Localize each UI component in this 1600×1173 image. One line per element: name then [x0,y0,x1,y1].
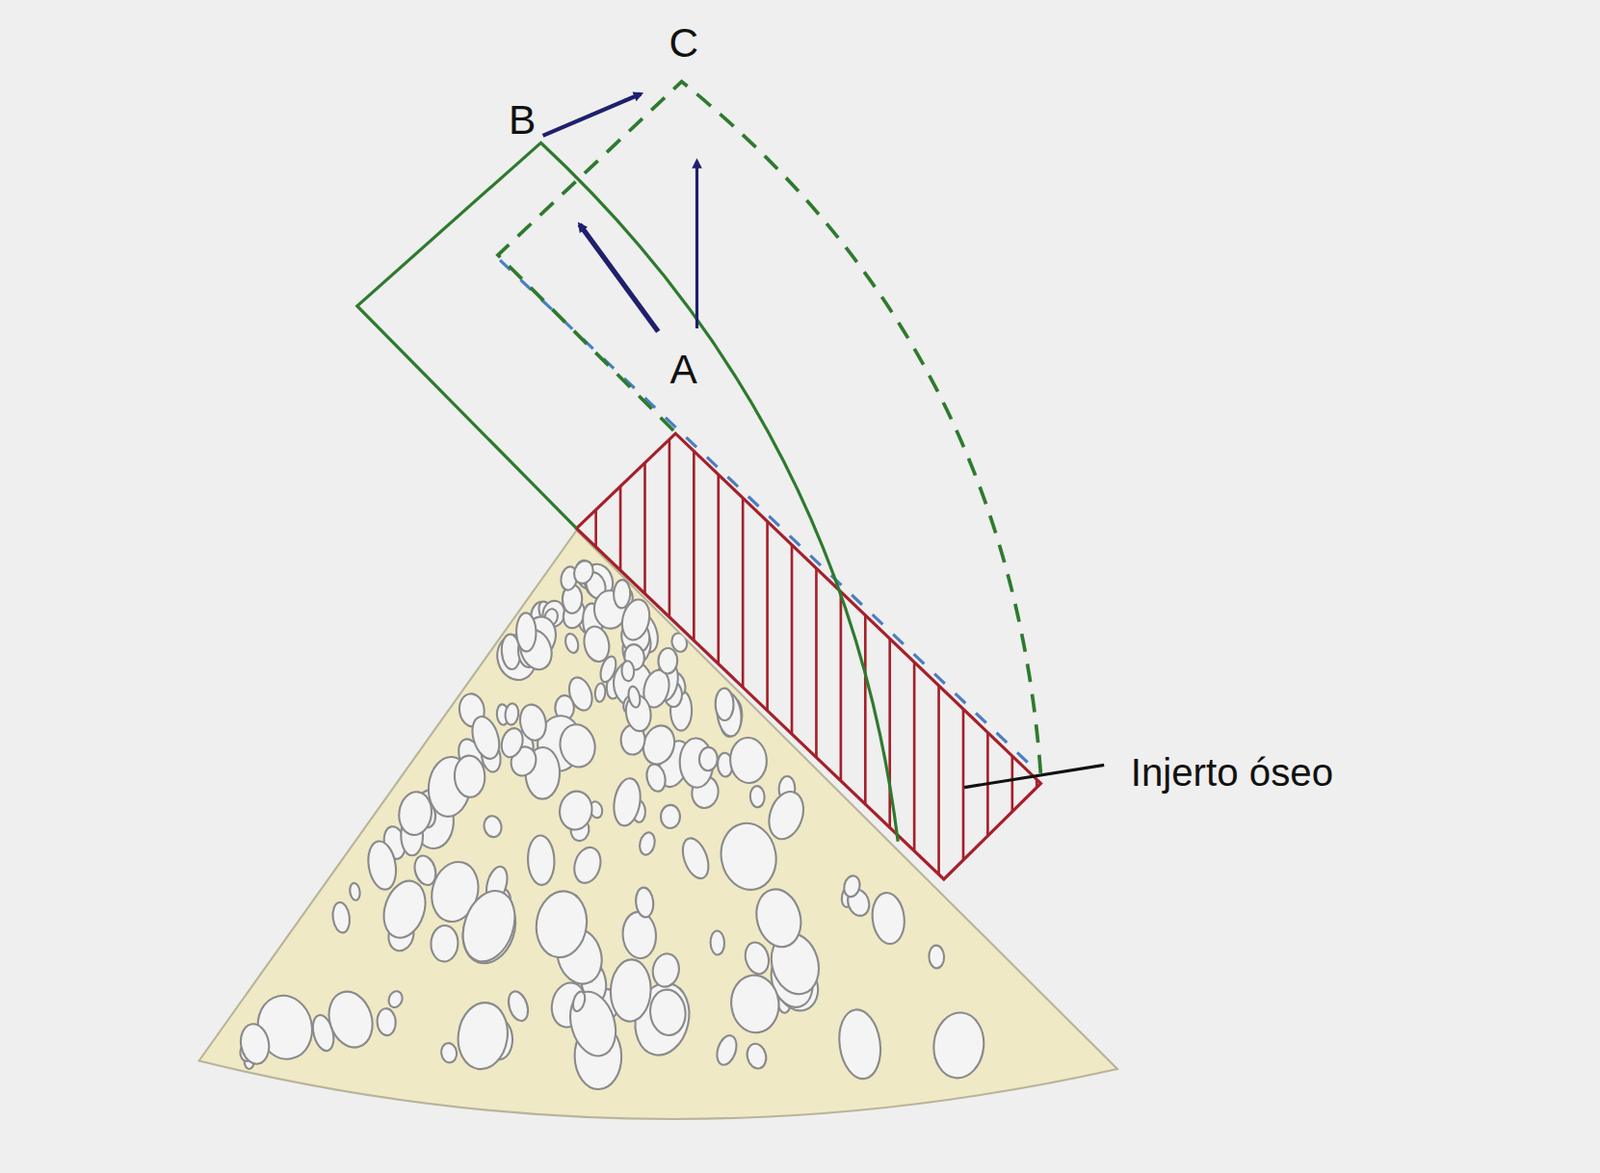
bone-pore [386,989,405,1010]
bone-pore [750,884,808,952]
bone-pore [594,682,606,703]
bone-pore [762,786,810,844]
bone-pore [609,958,654,1023]
bone-pore [728,972,782,1036]
bone-pore [715,818,783,895]
hatch-line [814,408,818,898]
bone-pore [729,736,768,785]
bone-pore [570,844,605,887]
bone-pore [563,631,581,655]
bone-pore [571,990,588,1013]
point-label: B [508,99,536,140]
hatch-line [1011,408,1015,898]
hatch-line [937,408,941,898]
bone-pore [678,835,714,883]
bone-graft [577,433,1042,880]
bone-pore [453,999,512,1074]
bone-pore [930,1010,987,1081]
hatch-line [570,408,574,898]
bone-pore [713,1033,740,1069]
bone-pore [657,648,678,675]
bone [199,530,1118,1120]
bone-pore [365,839,400,892]
bone-pore [621,660,635,682]
trabecular-holes [237,557,988,1090]
bone-pore [331,901,352,934]
hatch-line [986,408,990,898]
hatch-line [741,408,745,898]
bone-pore [348,882,362,901]
bone-pore [648,988,688,1038]
bone-pore [613,579,631,609]
bone-pore [526,835,555,886]
hatch-line [668,408,672,898]
graft-hatching [571,408,1037,898]
bone-pore [660,805,681,830]
bone-pore [237,1022,273,1067]
bone-pore [321,986,379,1053]
bone-pore [744,1042,769,1072]
bone-pore [453,755,486,799]
hatch-line [716,408,720,898]
arrow [543,93,642,135]
bone-pore [498,725,526,760]
bone-pore [504,989,531,1024]
bone-pore [627,685,642,709]
bone-pore [835,1007,885,1082]
bone-pore [928,944,945,969]
hatch-line [913,408,917,898]
hatch-line [594,408,598,898]
bone-pore [621,910,658,960]
bone-pore [376,875,433,944]
bone-pore [644,762,669,794]
hatch-line [888,408,892,898]
bone-pore [571,558,597,587]
hatch-line [692,408,696,898]
bone-pore [714,687,734,721]
point-label: A [669,348,697,390]
bone-pore [698,746,718,771]
bone-pore [503,703,520,726]
leader-line [964,764,1104,787]
bone-pore [376,1008,397,1037]
hatch-line [765,408,769,898]
bone-pore [709,930,725,955]
hatch-line [643,408,647,898]
bone-pore [453,884,524,970]
bone-pore [637,831,657,857]
bone-pore [440,1042,459,1065]
arrow [695,160,699,329]
bone-pore [580,624,613,664]
hatch-line [864,408,867,898]
hatch-line [619,408,623,898]
bone-pore [841,874,863,899]
green-solid-outline [357,142,898,842]
bone-pore [396,789,435,838]
bone-pore [634,887,656,919]
green-dashed-outline [498,81,1042,776]
bone-pore [531,888,591,962]
bone-pore [516,612,537,652]
bone-pore [749,786,765,809]
point-label: C [668,22,699,63]
bone-pore [610,776,644,828]
bone-pore [556,721,600,771]
bone-pore [482,814,504,840]
hatch-line [962,408,966,898]
bone-pore [430,924,460,963]
bone-pore [650,951,682,990]
hatch-line [839,408,843,898]
graft-label: Injerto óseo [1130,753,1334,792]
arrow [579,224,659,332]
bone-pore [556,788,595,833]
bone-pore [869,891,908,946]
bone-pore [741,940,772,977]
hatch-line [1035,408,1039,898]
